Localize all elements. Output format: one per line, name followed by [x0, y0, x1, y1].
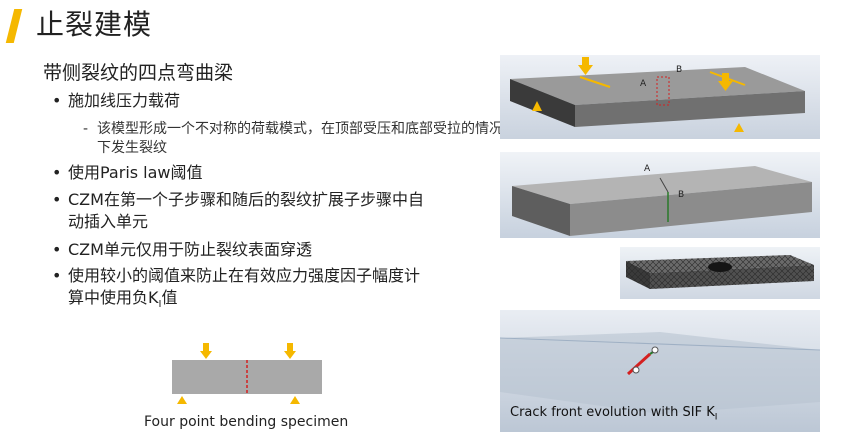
sub-bullet-load-pattern: 该模型形成一个不对称的荷载模式，在顶部受压和底部受拉的情况下发生裂纹 — [83, 120, 507, 158]
crack-front-drawing — [500, 332, 820, 414]
load-arrow-right — [284, 343, 296, 359]
bullet-text-line1: CZM在第一个子步骤和随后的裂纹扩展子步骤中自 — [68, 190, 424, 209]
label-b: B — [678, 190, 685, 200]
label-a: A — [644, 164, 651, 174]
bullet-line-pressure: 施加线压力载荷 — [52, 90, 180, 112]
support-1 — [532, 101, 542, 111]
bullet-text: CZM单元仅用于防止裂纹表面穿透 — [68, 240, 312, 259]
mesh-drawing — [626, 255, 814, 289]
label-b: B — [676, 65, 683, 75]
caption-subscript: I — [714, 413, 718, 423]
bullet-paris-law: 使用Paris law阈值 — [52, 162, 203, 184]
support-2 — [734, 123, 744, 132]
slide-subtitle: 带侧裂纹的四点弯曲梁 — [43, 62, 234, 84]
beam-geometry-drawing — [512, 166, 812, 236]
bullet-text-line2: 算中使用负K — [68, 288, 159, 307]
bullet-text-line2-end: 值 — [161, 288, 178, 307]
panel-beam-geometry: A B — [500, 152, 820, 238]
bullet-czm-insert: CZM在第一个子步骤和随后的裂纹扩展子步骤中自 动插入单元 — [52, 189, 498, 233]
load-arrow-1 — [578, 57, 593, 75]
bullet-text: 使用Paris law阈值 — [68, 163, 203, 182]
caption-main: Crack front evolution with SIF K — [510, 405, 715, 421]
specimen-caption: Four point bending specimen — [144, 414, 349, 430]
k-subscript: I — [158, 299, 162, 311]
bullet-text: 施加线压力载荷 — [68, 91, 181, 110]
panel-mesh — [620, 247, 820, 299]
load-arrow-2 — [718, 73, 733, 91]
bullet-text-line1: 使用较小的阈值来防止在有效应力强度因子幅度计 — [68, 266, 421, 285]
bullet-text-line2: 动插入单元 — [68, 212, 149, 231]
support-right — [290, 396, 300, 404]
label-a: A — [640, 79, 647, 89]
load-arrow-left — [200, 343, 212, 359]
bullet-small-threshold: 使用较小的阈值来防止在有效应力强度因子幅度计 算中使用负KI值 — [52, 265, 498, 316]
crack-front-caption: Crack front evolution with SIF KI — [510, 405, 717, 426]
panel-crack-front: Crack front evolution with SIF KI — [500, 310, 820, 432]
bullet-czm-penetration: CZM单元仅用于防止裂纹表面穿透 — [52, 239, 312, 261]
specimen-diagram — [172, 343, 322, 404]
title-accent-bar — [5, 9, 23, 43]
slide-title: 止裂建模 — [36, 8, 153, 41]
panel-beam-loads: A B — [500, 55, 820, 139]
support-left — [177, 396, 187, 404]
beam-loads-drawing — [510, 57, 805, 132]
